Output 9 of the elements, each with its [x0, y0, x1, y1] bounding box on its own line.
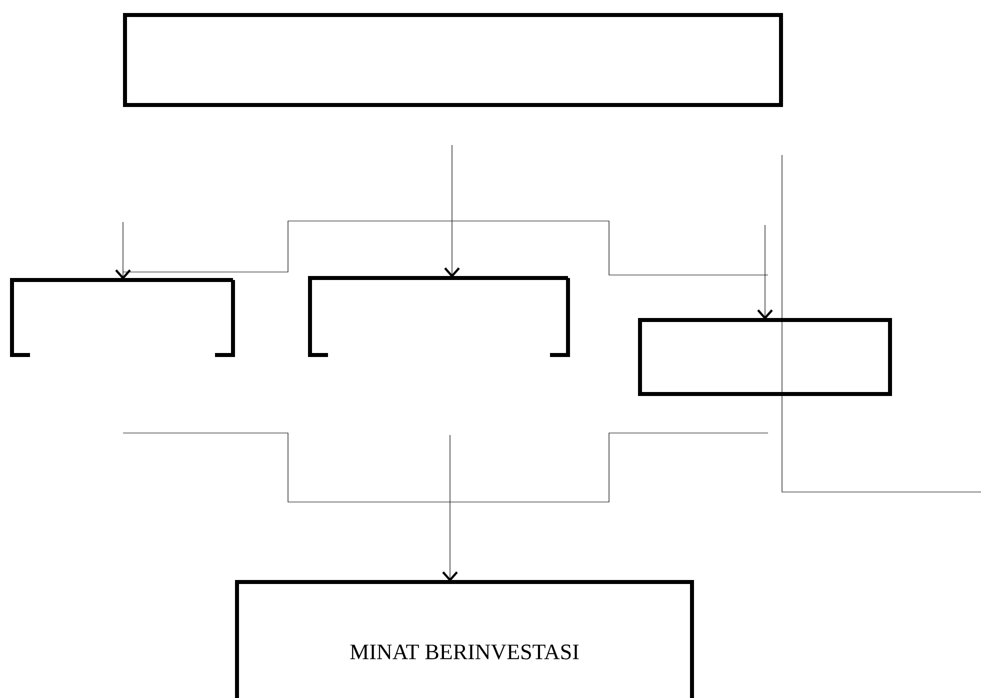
empty-box: [123, 13, 784, 107]
empty-box: [308, 276, 570, 357]
empty-box: [638, 318, 892, 396]
arrow: [444, 144, 460, 278]
arrow: [115, 222, 131, 280]
label-box: MINAT BERINVESTASI: [235, 580, 694, 698]
empty-box: [10, 278, 235, 357]
arrow: [757, 224, 773, 320]
arrow: [442, 434, 458, 582]
